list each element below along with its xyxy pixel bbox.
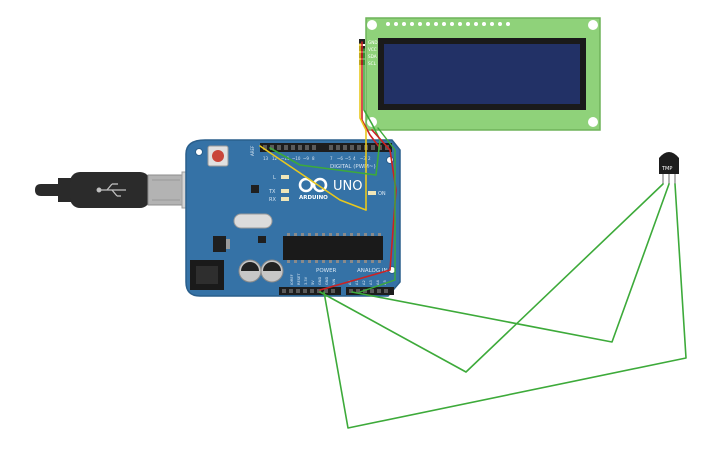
capacitor-top	[263, 262, 281, 271]
led-l	[281, 175, 289, 179]
small-chip	[251, 185, 259, 193]
led-l-label: L	[273, 175, 276, 181]
crystal-oscillator	[233, 213, 273, 229]
svg-text:13: 13	[263, 156, 269, 161]
sensor-label: TMP	[661, 166, 672, 172]
svg-text:GND: GND	[325, 277, 329, 285]
lcd-screen	[384, 44, 580, 104]
svg-text:A5: A5	[383, 280, 387, 285]
mounting-hole	[195, 148, 203, 156]
svg-text:2: 2	[368, 156, 371, 161]
svg-text:3.3V: 3.3V	[304, 276, 308, 285]
wire-yellow-board[interactable]	[259, 145, 367, 211]
voltage-regulator-tab	[226, 239, 230, 249]
svg-text:5V: 5V	[311, 280, 315, 285]
wire-green-board-digital[interactable]	[269, 139, 381, 176]
led-tx-label: TX	[268, 189, 276, 195]
svg-text:4: 4	[353, 156, 356, 161]
svg-text:GND: GND	[318, 277, 322, 285]
wires	[259, 41, 687, 429]
aref-label: AREF	[250, 145, 255, 156]
led-on	[368, 191, 376, 195]
svg-text:~9: ~9	[303, 156, 309, 161]
svg-text:A2: A2	[362, 280, 366, 285]
usb-strain-relief	[58, 178, 72, 202]
on-label: ON	[378, 191, 386, 197]
reset-button-cap[interactable]	[212, 150, 224, 162]
wire-green-sensor-signal[interactable]	[351, 183, 670, 343]
wire-red-board-5v[interactable]	[319, 129, 397, 291]
svg-text:GND: GND	[368, 40, 378, 45]
svg-text:VCC: VCC	[368, 47, 377, 52]
svg-text:7: 7	[330, 156, 333, 161]
wire-green-sensor-gnd[interactable]	[323, 183, 687, 429]
lcd-mounting-hole	[367, 20, 377, 30]
svg-text:A3: A3	[369, 280, 373, 285]
svg-text:~5: ~5	[345, 156, 351, 161]
svg-text:12: 12	[272, 156, 278, 161]
logo-text: ARDUINO	[299, 195, 328, 201]
led-rx-label: RX	[269, 197, 276, 203]
atmega-chip	[283, 236, 383, 260]
lcd-i2c-module[interactable]: GND VCC SDA SCL	[359, 17, 601, 131]
analog-pin-labels: A0 A1 A2 A3 A4 A5	[348, 280, 387, 285]
svg-text:~6: ~6	[337, 156, 343, 161]
usb-symbol-icon	[96, 183, 126, 197]
wire-green-sensor-vcc[interactable]	[319, 183, 664, 373]
power-label: POWER	[316, 268, 337, 274]
arduino-infinity-logo-icon	[298, 177, 328, 193]
bottom-header-pins	[282, 289, 388, 293]
svg-text:~10: ~10	[292, 156, 301, 161]
svg-text:A0: A0	[348, 280, 352, 285]
sensor-body	[659, 152, 679, 174]
lcd-mounting-hole	[588, 117, 598, 127]
lcd-pin-labels: GND VCC SDA SCL	[368, 40, 378, 66]
wire-yellow-lcd-sda[interactable]	[359, 43, 367, 211]
dc-power-jack-inner	[196, 266, 218, 284]
svg-text:~3: ~3	[360, 156, 366, 161]
svg-text:A1: A1	[355, 280, 359, 285]
voltage-regulator	[213, 236, 226, 252]
digital-label: DIGITAL (PWM~)	[330, 164, 376, 170]
wire-red-lcd-vcc[interactable]	[361, 41, 381, 149]
wire-green-lcd-scl[interactable]	[363, 48, 381, 141]
lcd-top-pins	[386, 22, 510, 26]
svg-text:RESET: RESET	[297, 273, 301, 285]
power-pin-labels: IOREF RESET 3.3V 5V GND GND VIN	[290, 273, 336, 285]
atmega-chip-pins	[287, 233, 381, 263]
svg-text:8: 8	[312, 156, 315, 161]
analog-label: ANALOG IN	[357, 268, 388, 274]
svg-text:VIN: VIN	[332, 278, 336, 285]
small-chip	[258, 236, 266, 243]
svg-text:A4: A4	[376, 280, 380, 285]
lcd-mounting-hole	[588, 20, 598, 30]
tmp-temperature-sensor[interactable]: TMP	[659, 152, 679, 184]
led-tx	[281, 189, 289, 193]
svg-text:IOREF: IOREF	[290, 274, 294, 285]
svg-text:SCL: SCL	[368, 61, 377, 66]
wire-green-lcd-gnd[interactable]	[359, 127, 396, 293]
led-rx	[281, 197, 289, 201]
usb-cable-end	[35, 184, 60, 196]
brand-text: UNO	[333, 179, 362, 194]
svg-text:~11: ~11	[281, 156, 290, 161]
svg-text:SDA: SDA	[368, 54, 377, 59]
digital-header[interactable]	[260, 143, 392, 152]
capacitor-top	[241, 262, 259, 271]
